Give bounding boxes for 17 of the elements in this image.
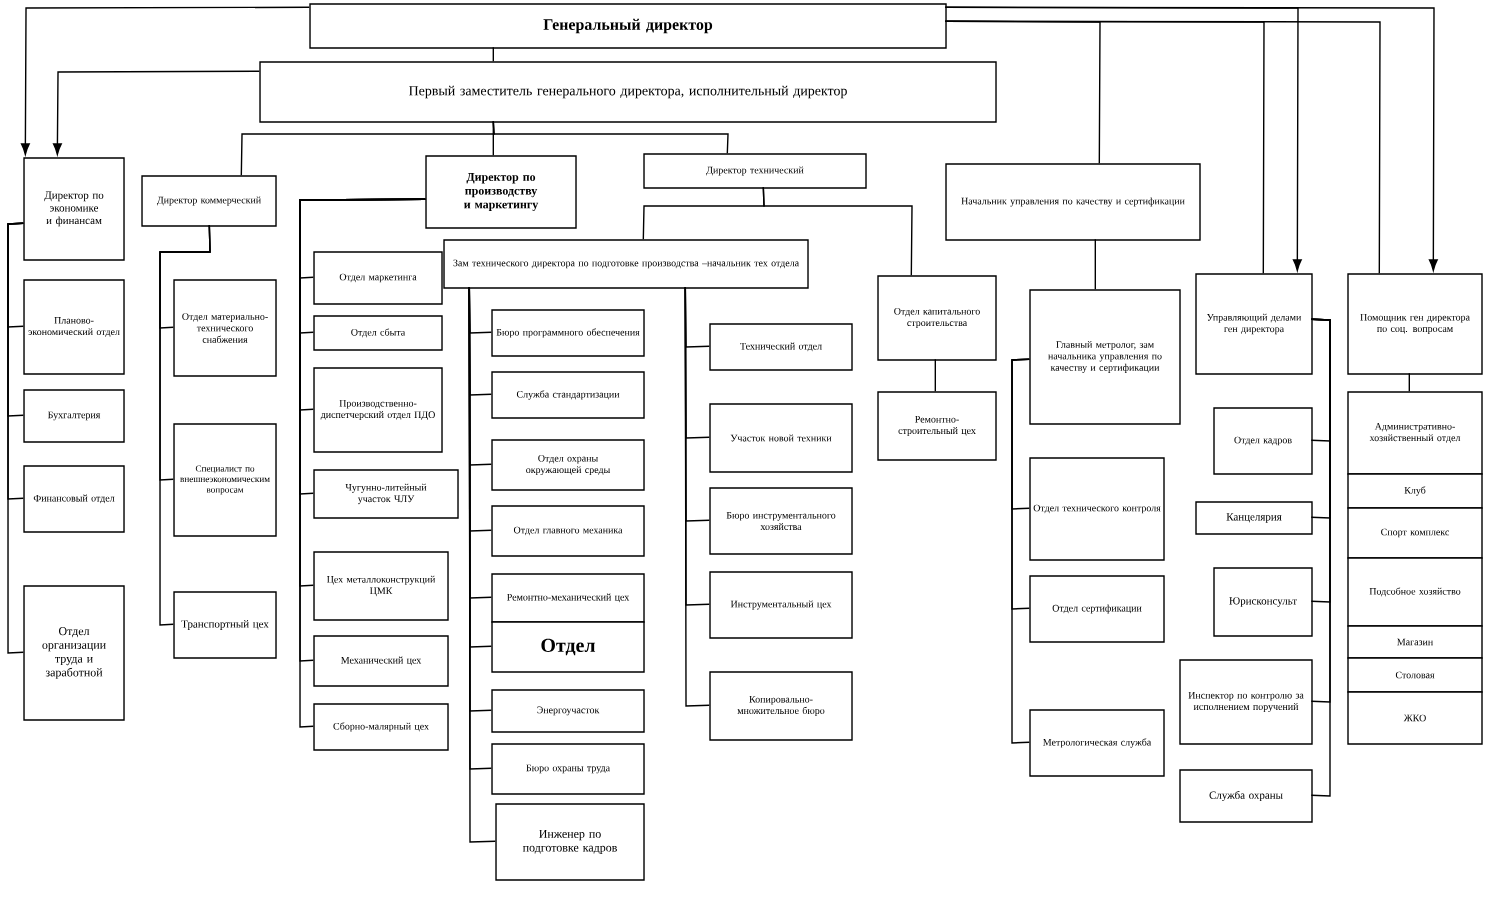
connector-line xyxy=(492,120,729,154)
connector-line xyxy=(159,224,211,626)
connector-line xyxy=(762,186,913,276)
connector-line xyxy=(1310,318,1331,797)
connector-line xyxy=(7,222,24,654)
org-box: Отдел xyxy=(491,621,645,673)
connector-line xyxy=(492,46,494,62)
connector-line xyxy=(468,286,496,843)
arrow xyxy=(944,6,1438,271)
connector-line xyxy=(1408,372,1410,392)
arrow xyxy=(52,70,260,155)
connector-line xyxy=(944,20,1381,274)
connector-line xyxy=(1011,358,1030,744)
connector-line xyxy=(1094,238,1096,290)
arrow xyxy=(20,6,310,155)
connector-line xyxy=(684,286,710,707)
connector-line xyxy=(934,358,936,392)
